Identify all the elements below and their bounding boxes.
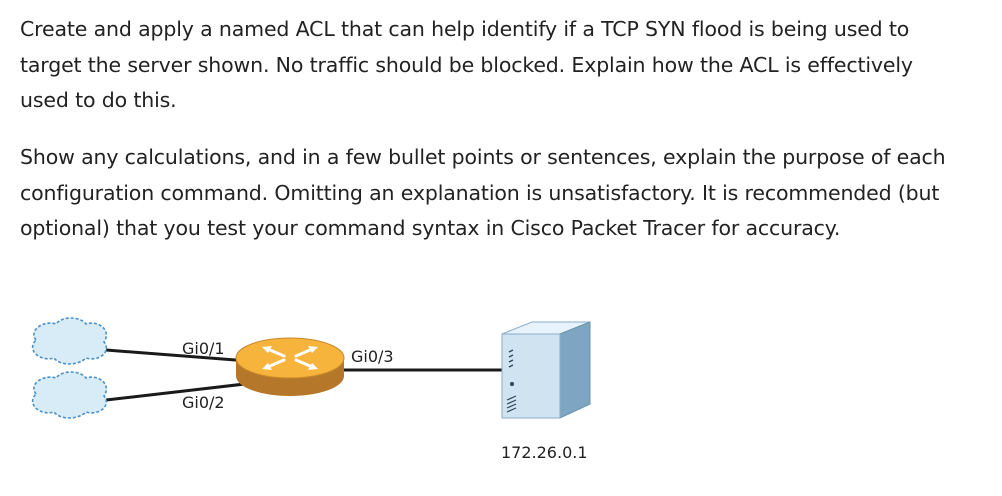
- link-gi02: [105, 380, 263, 402]
- cloud-icon: [31, 371, 108, 419]
- interface-label-gi01: Gi0/1: [182, 339, 225, 358]
- server-ip-label: 172.26.0.1: [501, 443, 588, 462]
- server-icon: [501, 321, 591, 419]
- interface-label-gi02: Gi0/2: [182, 393, 225, 412]
- question-paragraph-2: Show any calculations, and in a few bull…: [20, 145, 946, 240]
- cloud-icon: [31, 317, 108, 365]
- interface-label-gi03: Gi0/3: [351, 347, 394, 366]
- question-paragraph-1: Create and apply a named ACL that can he…: [20, 17, 913, 112]
- router-icon: [235, 337, 345, 396]
- network-diagram: Gi0/1 Gi0/2 Gi0/3 172.26.0.1: [31, 317, 591, 462]
